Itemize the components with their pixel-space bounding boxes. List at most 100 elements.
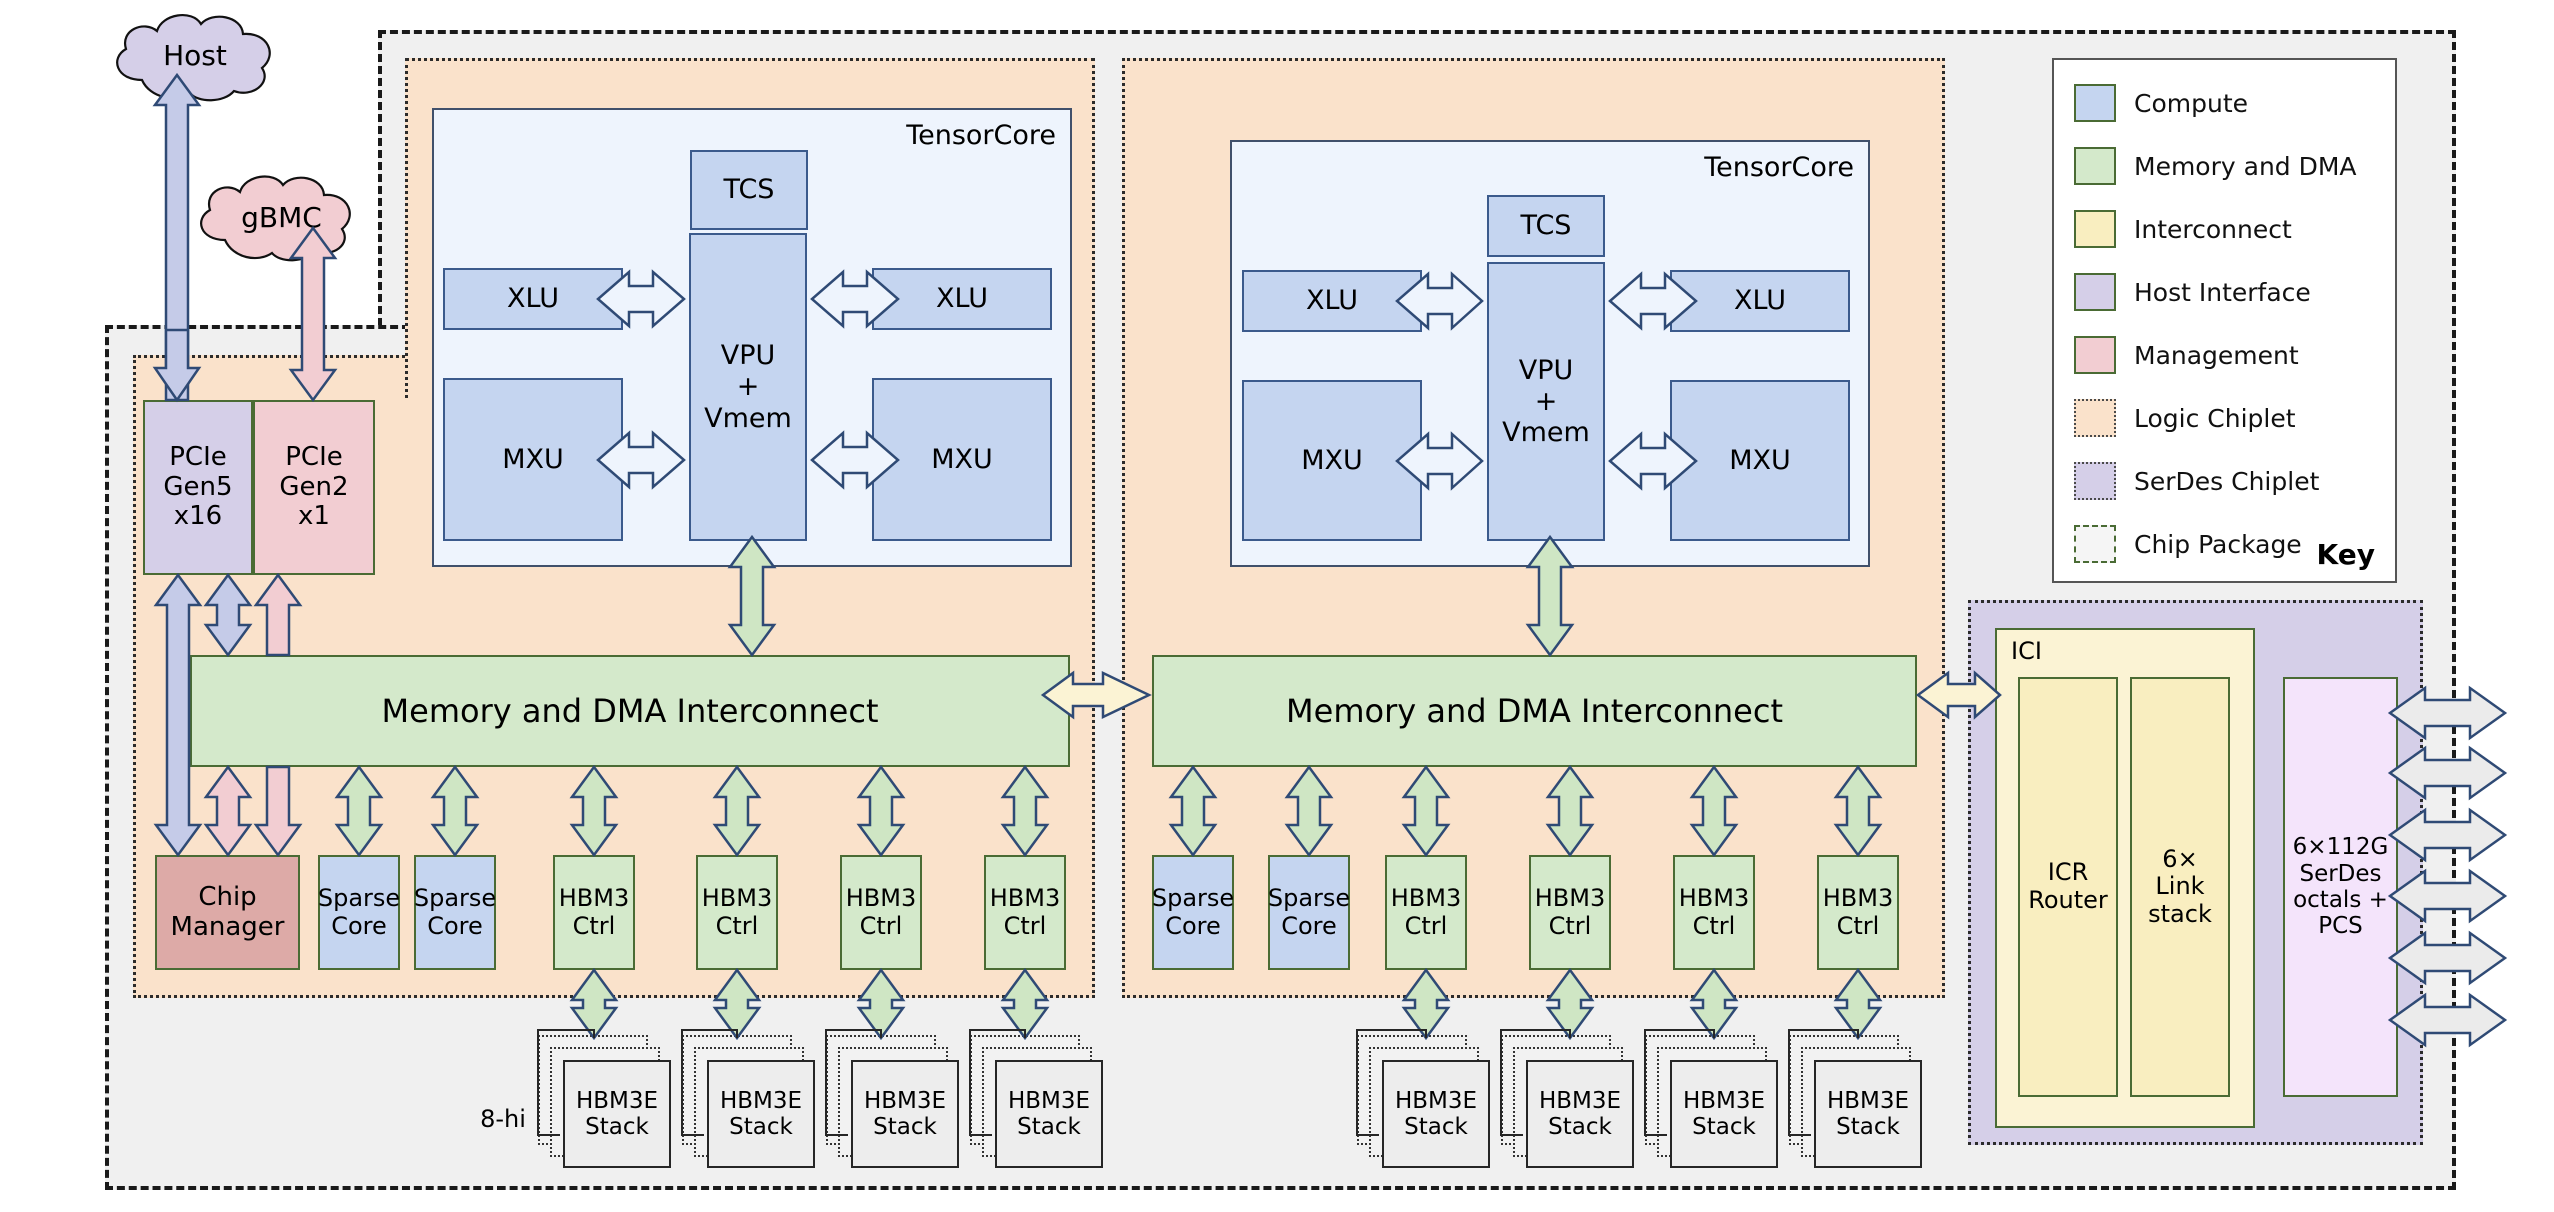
icr-router-l1: ICR (2047, 858, 2089, 887)
key-swatch-chip-package (2074, 525, 2116, 563)
key-swatch-compute (2074, 84, 2116, 122)
hbm3-ctrl-1c[interactable]: HBM3 Ctrl (840, 855, 922, 970)
host-cloud[interactable]: Host (100, 8, 290, 103)
hbm3e-stack-2a-l1: HBM3E (1394, 1087, 1478, 1114)
sparse-core-2b-l1: Sparse (1267, 883, 1351, 912)
link-stack[interactable]: 6× Link stack (2130, 677, 2230, 1097)
key-title: Key (2316, 538, 2375, 571)
hbm3-ctrl-2d-l2: Ctrl (1836, 911, 1880, 940)
xlu-1-left-label: XLU (507, 283, 559, 315)
serdes-l3: octals + (2293, 887, 2388, 913)
sparse-core-2b[interactable]: Sparse Core (1268, 855, 1350, 970)
hbm3-ctrl-1b-l2: Ctrl (715, 911, 759, 940)
mxu-1-left-label: MXU (502, 443, 564, 475)
mxu-2-right-label: MXU (1729, 444, 1791, 476)
chip-manager-l1: Chip (198, 881, 257, 912)
sparse-core-1a[interactable]: Sparse Core (318, 855, 400, 970)
tcs-1-label: TCS (723, 174, 775, 206)
hbm3e-stack-2b[interactable]: HBM3E Stack (1526, 1060, 1634, 1168)
hbm3-ctrl-2b[interactable]: HBM3 Ctrl (1529, 855, 1611, 970)
serdes-l2: SerDes (2299, 860, 2382, 887)
hbm3-ctrl-1a[interactable]: HBM3 Ctrl (553, 855, 635, 970)
sparse-core-2a[interactable]: Sparse Core (1152, 855, 1234, 970)
key-item-compute: Compute (2074, 84, 2395, 122)
pcie-gen2-block[interactable]: PCIe Gen2 x1 (253, 400, 375, 575)
serdes-octals-pcs[interactable]: 6×112G SerDes octals + PCS (2283, 677, 2398, 1097)
sparse-core-2a-l1: Sparse (1151, 883, 1235, 912)
key-label-compute: Compute (2134, 88, 2249, 118)
hbm3-ctrl-2c[interactable]: HBM3 Ctrl (1673, 855, 1755, 970)
mxu-2-right[interactable]: MXU (1670, 380, 1850, 541)
mxu-1-left[interactable]: MXU (443, 378, 623, 541)
key-item-chip-package: Chip Package (2074, 525, 2395, 563)
tcs-2[interactable]: TCS (1487, 195, 1605, 257)
vpu-vmem-1[interactable]: VPU + Vmem (689, 233, 807, 541)
key-item-host-interface: Host Interface (2074, 273, 2395, 311)
chip-manager[interactable]: Chip Manager (155, 855, 300, 970)
serdes-l4: PCS (2318, 913, 2363, 940)
hbm3-ctrl-1d[interactable]: HBM3 Ctrl (984, 855, 1066, 970)
hbm3-ctrl-2a-l1: HBM3 (1390, 883, 1462, 912)
hbm3e-stack-1d-l1: HBM3E (1007, 1087, 1091, 1114)
hbm3-ctrl-2d[interactable]: HBM3 Ctrl (1817, 855, 1899, 970)
hbm3e-stack-2c[interactable]: HBM3E Stack (1670, 1060, 1778, 1168)
hbm3e-stack-2b-l2: Stack (1548, 1114, 1612, 1140)
key-label-logic-chiplet: Logic Chiplet (2134, 403, 2296, 433)
key-label-management: Management (2134, 340, 2299, 370)
xlu-1-right-label: XLU (936, 283, 988, 315)
xlu-1-left[interactable]: XLU (443, 268, 623, 330)
vpu-line-2: + (736, 371, 760, 403)
vpu2-line-3: Vmem (1502, 417, 1590, 449)
hbm3e-stack-1b[interactable]: HBM3E Stack (707, 1060, 815, 1168)
hbm3-ctrl-2a[interactable]: HBM3 Ctrl (1385, 855, 1467, 970)
hbm3-ctrl-1c-l1: HBM3 (845, 883, 917, 912)
key-item-memory-dma: Memory and DMA (2074, 147, 2395, 185)
sparse-core-1a-l2: Core (331, 911, 387, 940)
hbm3e-stack-2a-l2: Stack (1404, 1114, 1468, 1140)
key-item-logic-chiplet: Logic Chiplet (2074, 399, 2395, 437)
hbm3-ctrl-1b[interactable]: HBM3 Ctrl (696, 855, 778, 970)
host-cloud-label: Host (163, 39, 227, 72)
memory-dma-interconnect-2-label: Memory and DMA Interconnect (1286, 691, 1783, 730)
icr-router-l2: Router (2028, 886, 2108, 914)
hbm3e-stack-1a[interactable]: HBM3E Stack (563, 1060, 671, 1168)
hbm3e-stack-1d[interactable]: HBM3E Stack (995, 1060, 1103, 1168)
hbm3e-stack-1a-l1: HBM3E (575, 1087, 659, 1114)
tcs-1[interactable]: TCS (690, 150, 808, 230)
stack-height-label: 8-hi (480, 1105, 526, 1133)
hbm3e-stack-2d[interactable]: HBM3E Stack (1814, 1060, 1922, 1168)
xlu-2-left[interactable]: XLU (1242, 270, 1422, 332)
xlu-2-right[interactable]: XLU (1670, 270, 1850, 332)
gbmc-cloud-label: gBMC (241, 201, 322, 234)
key-item-interconnect: Interconnect (2074, 210, 2395, 248)
memory-dma-interconnect-2[interactable]: Memory and DMA Interconnect (1152, 655, 1917, 767)
hbm3-ctrl-1a-l2: Ctrl (572, 911, 616, 940)
sparse-core-1b[interactable]: Sparse Core (414, 855, 496, 970)
xlu-1-right[interactable]: XLU (872, 268, 1052, 330)
pcie-gen5-block[interactable]: PCIe Gen5 x16 (143, 400, 253, 575)
pcie-gen5-l3: x16 (173, 501, 223, 532)
memory-dma-interconnect-1[interactable]: Memory and DMA Interconnect (190, 655, 1070, 767)
mxu-1-right[interactable]: MXU (872, 378, 1052, 541)
sparse-core-2a-l2: Core (1165, 911, 1221, 940)
key-swatch-memory-dma (2074, 147, 2116, 185)
pcie-gen5-l2: Gen5 (163, 471, 233, 502)
vpu-vmem-2[interactable]: VPU + Vmem (1487, 262, 1605, 541)
hbm3e-stack-2a[interactable]: HBM3E Stack (1382, 1060, 1490, 1168)
hbm3e-stack-2d-l1: HBM3E (1826, 1087, 1910, 1114)
hbm3-ctrl-2c-l2: Ctrl (1692, 911, 1736, 940)
mxu-1-right-label: MXU (931, 443, 993, 475)
xlu-2-left-label: XLU (1306, 285, 1358, 317)
mxu-2-left[interactable]: MXU (1242, 380, 1422, 541)
key-label-serdes-chiplet: SerDes Chiplet (2134, 466, 2320, 496)
gbmc-cloud[interactable]: gBMC (185, 170, 370, 265)
pcie-gen2-l3: x1 (298, 501, 330, 532)
icr-router[interactable]: ICR Router (2018, 677, 2118, 1097)
link-stack-l1: 6× (2162, 844, 2198, 873)
vpu-line-3: Vmem (704, 402, 792, 434)
key-label-chip-package: Chip Package (2134, 529, 2302, 559)
xlu-2-right-label: XLU (1734, 285, 1786, 317)
hbm3e-stack-1c[interactable]: HBM3E Stack (851, 1060, 959, 1168)
key-swatch-serdes-chiplet (2074, 462, 2116, 500)
